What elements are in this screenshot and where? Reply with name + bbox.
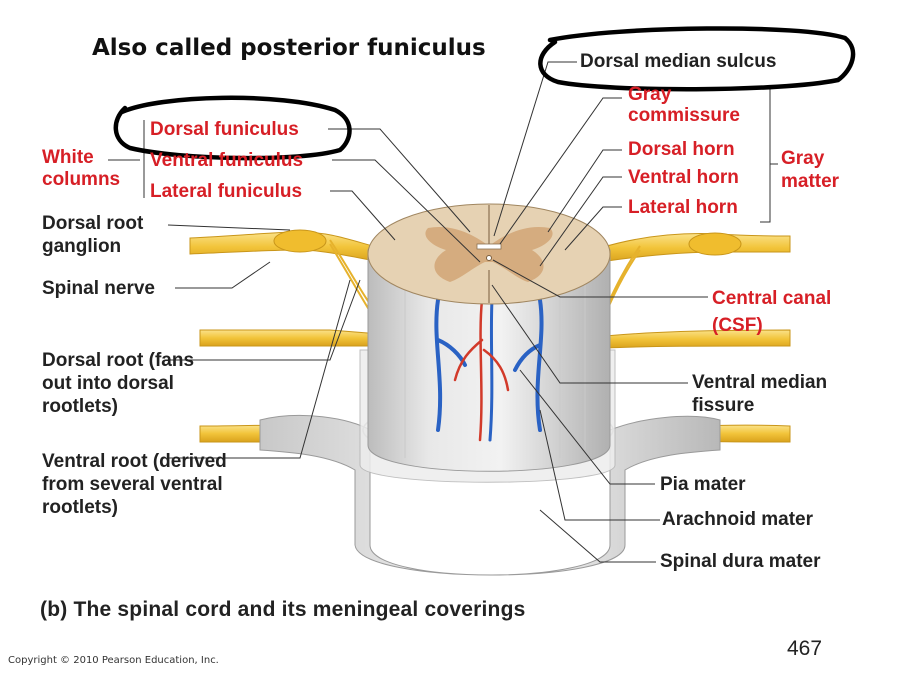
figure-caption: (b) The spinal cord and its meningeal co… — [40, 598, 526, 621]
label-dorsal-funiculus: Dorsal funiculus — [150, 119, 299, 140]
label-spinal-nerve: Spinal nerve — [42, 278, 155, 299]
nerve-right-middle — [604, 329, 791, 349]
annotation-circle-dorsal-funiculus — [113, 95, 352, 161]
dorsal-root-ganglion-right — [688, 232, 742, 256]
label-lateral-horn: Lateral horn — [628, 197, 738, 218]
central-canal-mark — [486, 255, 492, 261]
page-number: 467 — [787, 637, 823, 660]
label-lateral-funiculus: Lateral funiculus — [150, 181, 303, 202]
annotation-circle-dorsal-median-sulcus — [538, 26, 856, 92]
label-dorsal-median-sulcus: Dorsal median sulcus — [580, 51, 777, 72]
page-title: Also called posterior funiculus — [92, 35, 486, 61]
label-central-canal: Central canal (CSF) — [712, 288, 832, 336]
vein-right — [513, 298, 544, 432]
gray-commissure-mark — [476, 243, 502, 250]
label-dorsal-horn: Dorsal horn — [628, 139, 735, 160]
label-gray-commissure: Gray commissure — [628, 84, 740, 126]
artery-center — [453, 298, 510, 442]
spinal-cord-body — [367, 249, 611, 472]
copyright-notice: Copyright © 2010 Pearson Education, Inc. — [8, 655, 219, 666]
nerve-left-middle — [199, 329, 381, 347]
label-pia-mater: Pia mater — [660, 474, 746, 495]
label-white-columns: White columns — [42, 147, 121, 190]
blood-vessels — [434, 298, 544, 442]
label-spinal-dura-mater: Spinal dura mater — [660, 551, 821, 572]
label-ventral-horn: Ventral horn — [628, 167, 739, 188]
gray-matter-butterfly — [425, 226, 553, 282]
vein-center — [488, 298, 494, 442]
label-dorsal-root-ganglion: Dorsal root ganglion — [42, 213, 144, 257]
label-ventral-funiculus: Ventral funiculus — [150, 150, 304, 171]
label-ventral-median-fissure: Ventral median fissure — [692, 372, 828, 416]
cord-striations — [384, 270, 586, 458]
label-dorsal-root: Dorsal root (fans out into dorsal rootle… — [42, 350, 195, 417]
leader-lines — [108, 61, 778, 563]
vein-left — [434, 298, 467, 432]
label-ventral-root: Ventral root (derived from several ventr… — [42, 451, 227, 518]
spinal-dura-mater — [259, 415, 721, 576]
dorsal-root-ganglion-left — [273, 229, 327, 253]
label-arachnoid-mater: Arachnoid mater — [662, 509, 813, 530]
label-gray-matter: Gray matter — [781, 148, 840, 192]
